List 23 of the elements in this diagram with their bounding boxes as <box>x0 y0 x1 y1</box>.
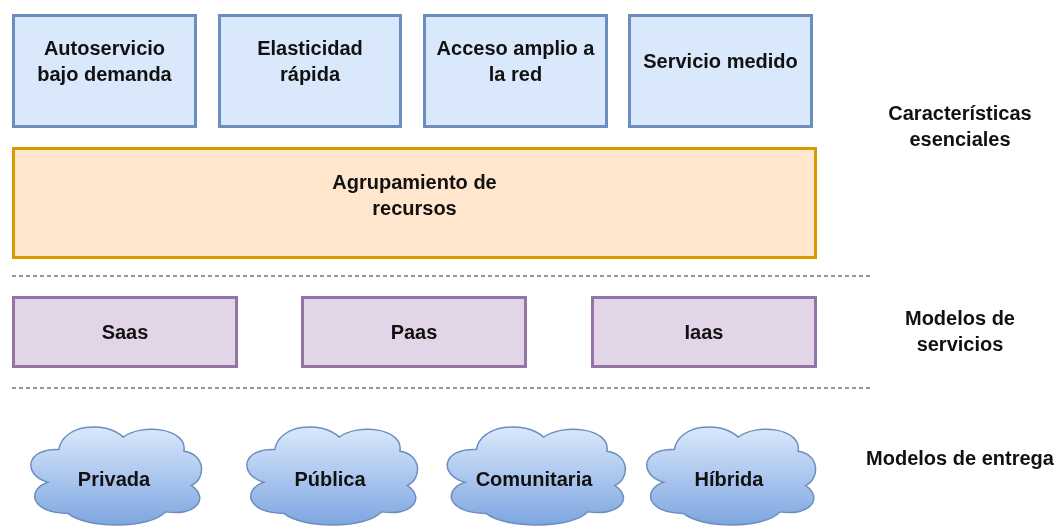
feature-box <box>423 14 608 128</box>
section-label: Modelos de servicios <box>904 306 1016 357</box>
node-label: Autoservicio bajo demanda <box>36 36 173 87</box>
feature-box <box>628 14 813 128</box>
service-box <box>301 296 527 368</box>
node-label: Comunitaria <box>474 466 594 492</box>
service-box <box>12 296 238 368</box>
node-label: Pública <box>293 466 367 492</box>
section-label: Características esenciales <box>887 101 1033 152</box>
node-label: Paas <box>389 320 439 345</box>
feature-box <box>218 14 402 128</box>
node-label: Acceso amplio a la red <box>435 36 596 87</box>
node-label: Elasticidad rápida <box>256 36 364 87</box>
section-label: Modelos de entrega <box>865 446 1055 471</box>
node-label: Iaas <box>683 320 725 345</box>
feature-box <box>12 14 197 128</box>
node-label: Saas <box>100 320 150 345</box>
node-label: Servicio medido <box>642 49 799 74</box>
node-label: Privada <box>76 466 152 492</box>
service-box <box>591 296 817 368</box>
node-label: Agrupamiento de recursos <box>331 170 498 221</box>
pool-box <box>12 147 817 259</box>
node-label: Híbrida <box>693 466 765 492</box>
